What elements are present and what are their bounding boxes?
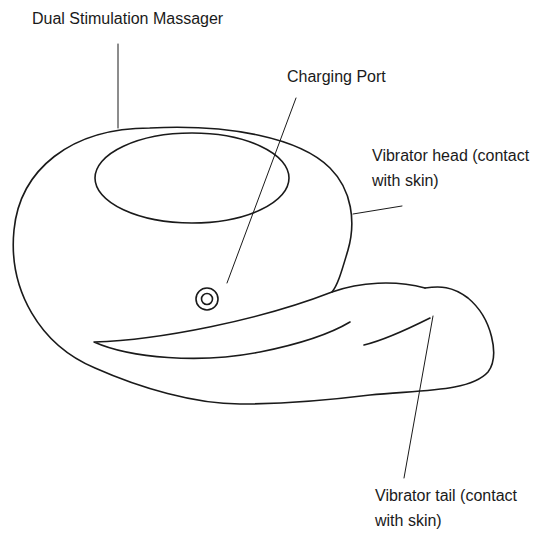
charging-port-inner <box>202 294 213 305</box>
leader-line <box>118 44 119 128</box>
part-label: Vibrator head (contact with skin) <box>372 143 537 193</box>
part-label: Dual Stimulation Massager <box>32 6 292 31</box>
body-slot <box>94 283 425 358</box>
leader-line <box>227 98 296 283</box>
tail-edge <box>364 318 430 345</box>
top-recess <box>95 133 289 223</box>
charging-port <box>196 288 218 310</box>
part-label: Vibrator tail (contact with skin) <box>375 483 540 533</box>
leader-line <box>353 206 402 214</box>
leader-line <box>404 316 433 478</box>
part-label: Charging Port <box>287 64 487 89</box>
massager-body <box>13 127 493 404</box>
